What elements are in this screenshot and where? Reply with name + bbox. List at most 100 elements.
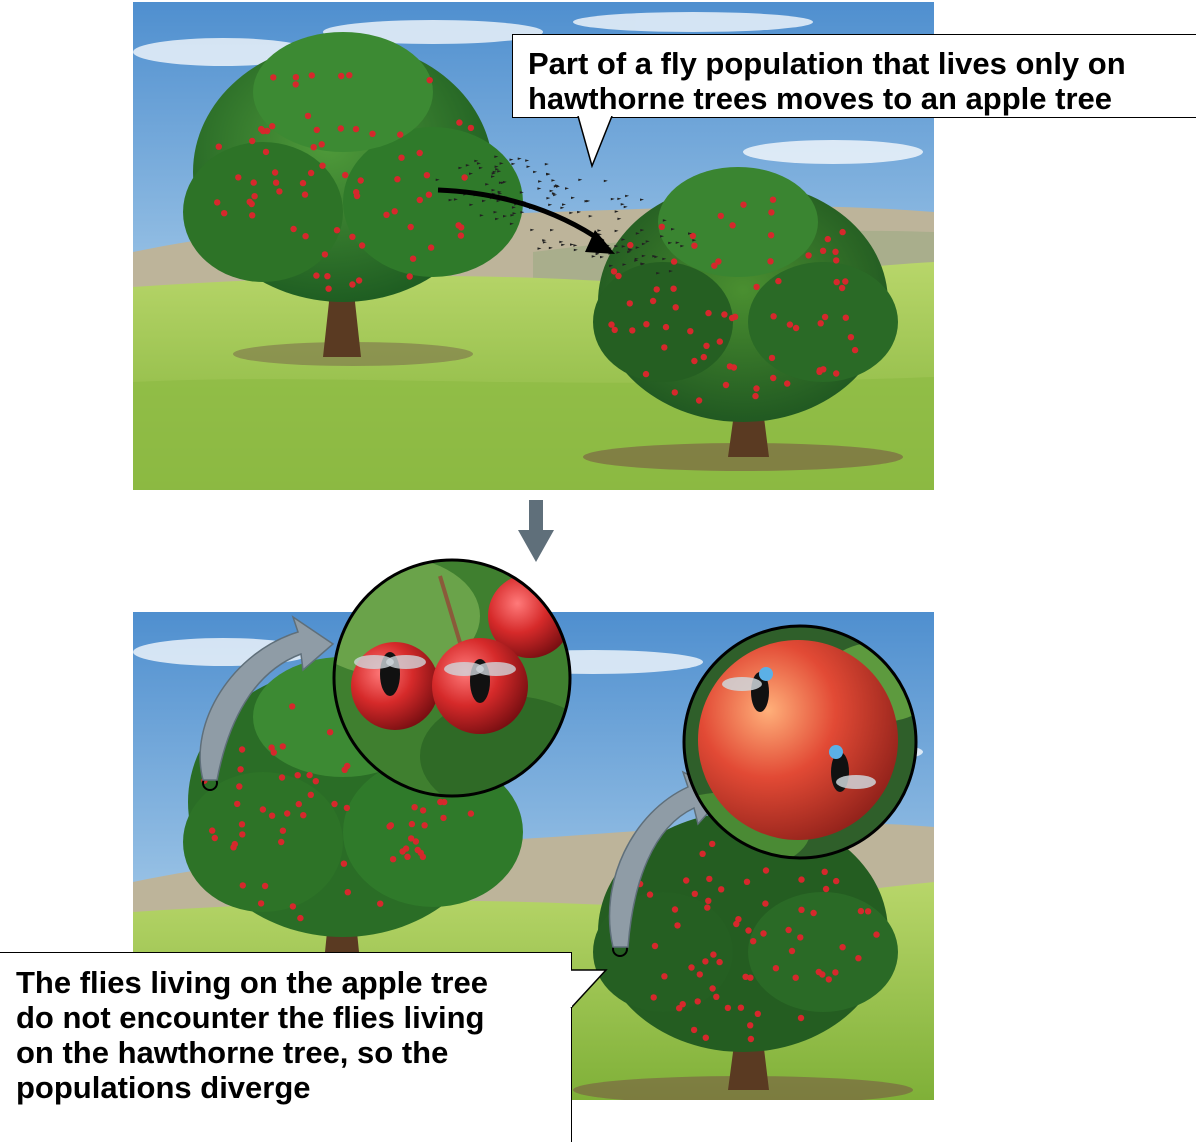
fruit-dot — [306, 772, 312, 778]
fruit-dot — [383, 212, 389, 218]
fruit-dot — [468, 125, 474, 131]
fruit-dot — [404, 854, 410, 860]
fruit-dot — [334, 227, 340, 233]
fruit-dot — [673, 304, 679, 310]
fruit-dot — [221, 210, 227, 216]
fruit-dot — [262, 883, 268, 889]
fruit-dot — [793, 975, 799, 981]
fruit-dot — [280, 828, 286, 834]
fruit-dot — [692, 891, 698, 897]
fruit-dot — [753, 284, 759, 290]
fruit-dot — [308, 170, 314, 176]
fruit-dot — [251, 179, 257, 185]
fruit-dot — [237, 766, 243, 772]
fruit-dot — [818, 320, 824, 326]
callout-divergence-line-4: populations diverge — [16, 1070, 571, 1105]
fruit-dot — [403, 845, 409, 851]
fruit-dot — [826, 976, 832, 982]
fruit-dot — [279, 774, 285, 780]
fruit-dot — [697, 971, 703, 977]
fruit-dot — [338, 125, 344, 131]
fruit-dot — [770, 313, 776, 319]
fruit-dot — [839, 944, 845, 950]
fruit-dot — [643, 371, 649, 377]
fruit-dot — [236, 783, 242, 789]
callout-divergence-line-2: do not encounter the flies living — [16, 1000, 571, 1035]
fruit-dot — [651, 994, 657, 1000]
fruit-dot — [251, 193, 257, 199]
fruit-dot — [235, 174, 241, 180]
fruit-dot — [427, 77, 433, 83]
fruit-dot — [263, 149, 269, 155]
callout-migration-tail — [576, 116, 616, 168]
fruit-dot — [212, 835, 218, 841]
fruit-dot — [691, 358, 697, 364]
fruit-dot — [331, 801, 337, 807]
hawthorn-fruit-zoom — [330, 556, 574, 800]
fruit-dot — [763, 867, 769, 873]
fruit-dot — [753, 385, 759, 391]
fruit-dot — [652, 943, 658, 949]
fruit-dot — [428, 244, 434, 250]
fruit-dot — [670, 286, 676, 292]
fruit-dot — [701, 354, 707, 360]
fruit-dot — [721, 311, 727, 317]
fruit-dot — [718, 886, 724, 892]
fruit-dot — [356, 277, 362, 283]
fruit-dot — [770, 375, 776, 381]
fruit-dot — [276, 188, 282, 194]
fruit-dot — [461, 174, 467, 180]
fruit-dot — [313, 778, 319, 784]
fruit-dot — [345, 889, 351, 895]
fruit-dot — [322, 251, 328, 257]
fruit-dot — [458, 232, 464, 238]
fruit-dot — [820, 248, 826, 254]
fruit-dot — [353, 126, 359, 132]
fruit-dot — [234, 801, 240, 807]
fruit-dot — [249, 212, 255, 218]
fruit-dot — [417, 197, 423, 203]
fruit-dot — [608, 321, 614, 327]
down-arrow-icon — [518, 500, 554, 564]
fruit-dot — [767, 258, 773, 264]
fruit-dot — [727, 363, 733, 369]
fruit-dot — [611, 268, 617, 274]
fruit-dot — [762, 900, 768, 906]
fruit-dot — [703, 343, 709, 349]
callout-divergence-tail — [570, 968, 610, 1018]
fruit-dot — [319, 163, 325, 169]
fruit-dot — [748, 1036, 754, 1042]
fruit-dot — [702, 958, 708, 964]
fruit-dot — [293, 81, 299, 87]
fruit-dot — [302, 191, 308, 197]
fruit-dot — [822, 314, 828, 320]
callout-migration-line-1: Part of a fly population that lives only… — [528, 46, 1196, 81]
fruit-dot — [377, 901, 383, 907]
fruit-dot — [695, 998, 701, 1004]
fruit-dot — [716, 959, 722, 965]
fruit-dot — [797, 934, 803, 940]
fruit-dot — [773, 965, 779, 971]
fruit-dot — [214, 199, 220, 205]
fruit-dot — [627, 300, 633, 306]
fruit-dot — [663, 324, 669, 330]
fruit-dot — [744, 879, 750, 885]
fruit-dot — [858, 908, 864, 914]
fruit-dot — [747, 1022, 753, 1028]
fruit-dot — [713, 994, 719, 1000]
fruit-dot — [390, 856, 396, 862]
fruit-dot — [289, 703, 295, 709]
fruit-dot — [769, 355, 775, 361]
fruit-dot — [325, 286, 331, 292]
fruit-dot — [672, 906, 678, 912]
fruit-dot — [309, 72, 315, 78]
fruit-dot — [775, 278, 781, 284]
fruit-dot — [270, 74, 276, 80]
fruit-dot — [456, 119, 462, 125]
fruit-dot — [338, 73, 344, 79]
fruit-dot — [440, 815, 446, 821]
fruit-dot — [691, 243, 697, 249]
fruit-dot — [715, 258, 721, 264]
fruit-dot — [738, 1005, 744, 1011]
fruit-dot — [833, 370, 839, 376]
